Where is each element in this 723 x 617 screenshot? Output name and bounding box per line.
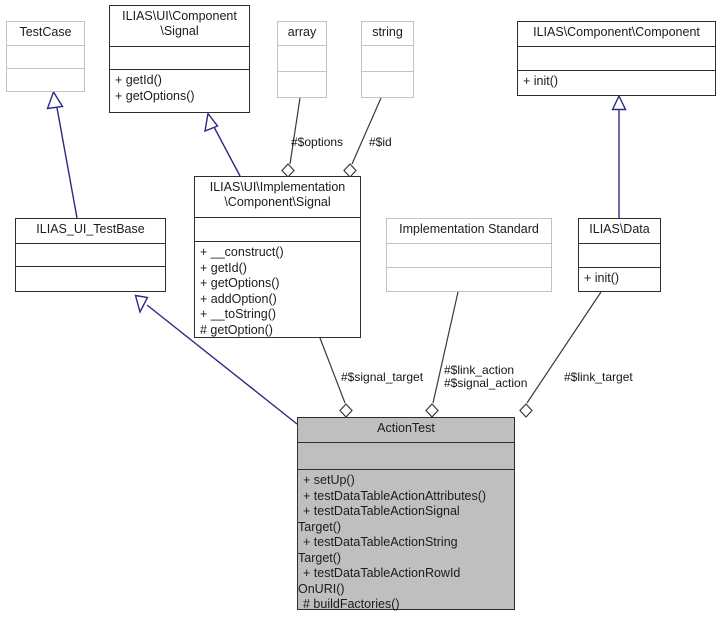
operation-testdatatableactionrowidonuri-line2: OnURI() (298, 581, 345, 596)
class-name-array: array (278, 22, 326, 46)
class-box-string[interactable]: string (361, 21, 414, 98)
operation-testdatatableactionsignaltarget-line2: Target() (298, 519, 342, 534)
class-attributes-ilias-ui-testbase (16, 244, 165, 267)
class-attributes-array (278, 46, 326, 72)
class-name-ui-impl-signal: ILIAS\UI\Implementation \Component\Signa… (195, 177, 360, 218)
class-attributes-ilias-data (579, 244, 660, 268)
edge-label-signal-target: #$signal_target (341, 370, 424, 384)
class-operations-ui-impl-signal: + __construct() + getId() + getOptions()… (195, 242, 360, 342)
class-operations-ilias-ui-testbase (16, 267, 165, 291)
class-attributes-string (362, 46, 413, 72)
operation-init: + init() (584, 271, 620, 285)
class-box-ui-impl-signal[interactable]: ILIAS\UI\Implementation \Component\Signa… (194, 176, 361, 338)
operation-testdatatableactionsignaltarget-line1: + testDataTableActionSignal (303, 504, 460, 518)
class-name-actiontest: ActionTest (298, 418, 514, 443)
class-box-ui-component-signal[interactable]: ILIAS\UI\Component \Signal + getId() + g… (109, 5, 250, 113)
association-iliasdata-to-actiontest (519, 291, 602, 418)
class-attributes-ilias-component-component (518, 47, 715, 71)
class-name-string: string (362, 22, 413, 46)
edge-label-id: #$id (369, 135, 392, 149)
class-attributes-implementation-standard (387, 244, 551, 268)
edge-label-options: #$options (291, 135, 344, 149)
operation-getoption: # getOption() (200, 322, 273, 337)
association-implstandard-to-actiontest (425, 291, 459, 418)
operation-testdatatableactionattributes: + testDataTableActionAttributes() (303, 488, 487, 503)
class-attributes-ui-impl-signal (195, 218, 360, 242)
class-box-array[interactable]: array (277, 21, 327, 98)
operation-getid: + getId() (115, 73, 162, 87)
class-attributes-ui-component-signal (110, 47, 249, 70)
class-operations-ilias-data: + init() (579, 268, 660, 291)
edge-label-link-target: #$link_target (564, 370, 633, 384)
class-attributes-actiontest (298, 443, 514, 470)
operation-buildfactories: # buildFactories() (303, 597, 400, 611)
generalization-implsignal-to-componentsignal (204, 111, 241, 177)
class-box-ilias-data[interactable]: ILIAS\Data + init() (578, 218, 661, 292)
operation-construct: + __construct() (200, 245, 284, 259)
operation-setup: + setUp() (303, 473, 355, 487)
operation-testdatatableactionstringtarget-line1: + testDataTableActionString (303, 535, 458, 549)
class-box-implementation-standard[interactable]: Implementation Standard (386, 218, 552, 292)
class-name-ilias-component-component: ILIAS\Component\Component (518, 22, 715, 47)
class-operations-ui-component-signal: + getId() + getOptions() (110, 70, 249, 108)
operation-getoptions: + getOptions() (200, 276, 280, 290)
class-name-ui-component-signal: ILIAS\UI\Component \Signal (110, 6, 249, 47)
edge-label-link-action-signal-action: #$link_action #$signal_action (444, 363, 528, 390)
class-attributes-testcase (7, 46, 84, 69)
operation-getoptions: + getOptions() (115, 88, 195, 103)
generalization-testbase-to-testcase (46, 90, 78, 219)
class-operations-string (362, 72, 413, 97)
operation-getid: + getId() (200, 260, 247, 275)
class-operations-array (278, 72, 326, 97)
operation-testdatatableactionrowidonuri-line1: + testDataTableActionRowId (303, 566, 461, 580)
class-box-ilias-component-component[interactable]: ILIAS\Component\Component + init() (517, 21, 716, 96)
class-operations-actiontest: + setUp() + testDataTableActionAttribute… (298, 470, 514, 617)
class-operations-implementation-standard (387, 268, 551, 291)
operation-init: + init() (523, 74, 559, 88)
operation-tostring: + __toString() (200, 307, 277, 321)
class-box-actiontest[interactable]: ActionTest + setUp() + testDataTableActi… (297, 417, 515, 611)
operation-addoption: + addOption() (200, 291, 277, 306)
class-operations-ilias-component-component: + init() (518, 71, 715, 94)
class-box-testcase[interactable]: TestCase (6, 21, 85, 92)
generalization-iliasdata-to-component (611, 94, 627, 218)
operation-testdatatableactionstringtarget-line2: Target() (298, 550, 342, 565)
class-name-ilias-data: ILIAS\Data (579, 219, 660, 244)
class-box-ilias-ui-testbase[interactable]: ILIAS_UI_TestBase (15, 218, 166, 292)
class-operations-testcase (7, 69, 84, 91)
class-name-ilias-ui-testbase: ILIAS_UI_TestBase (16, 219, 165, 244)
class-name-implementation-standard: Implementation Standard (387, 219, 551, 244)
class-name-testcase: TestCase (7, 22, 84, 46)
